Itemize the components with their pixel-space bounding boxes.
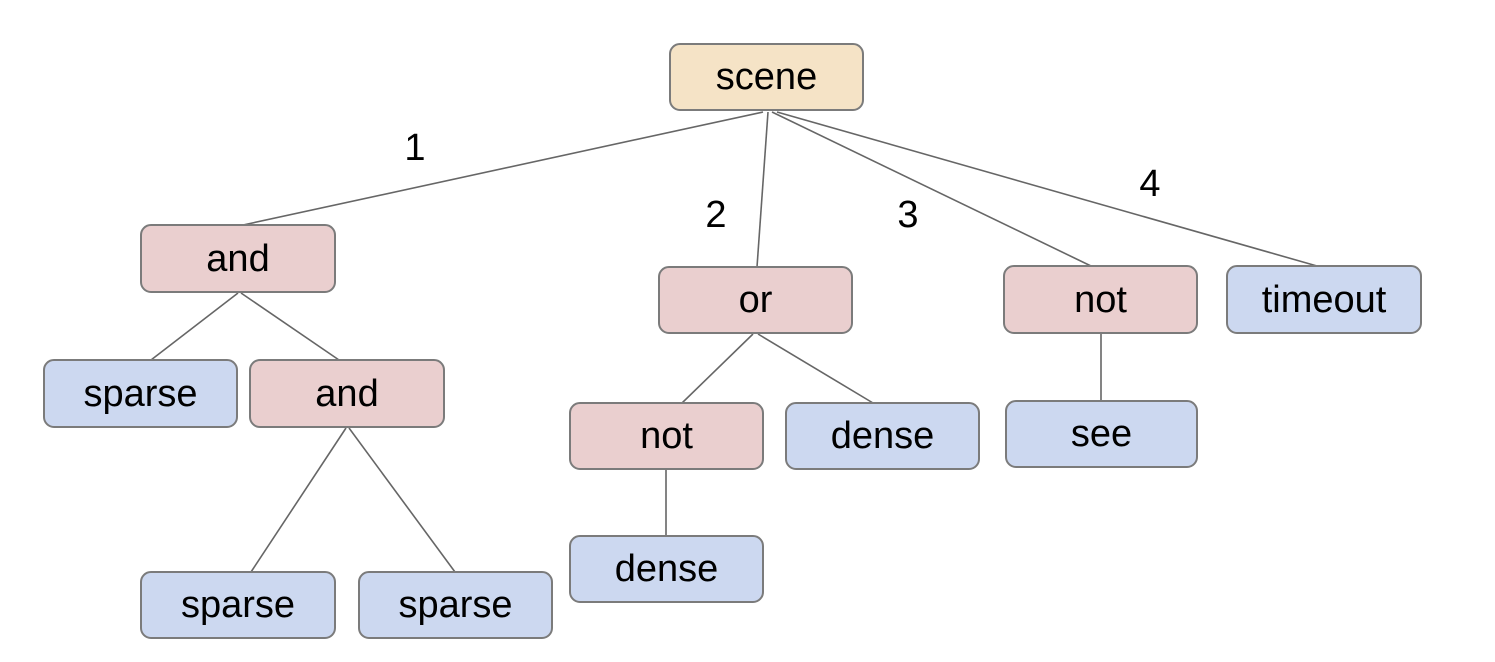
edge-or-dense xyxy=(757,333,874,404)
node-sparse-1: sparse xyxy=(43,359,238,428)
node-scene: scene xyxy=(669,43,864,111)
node-sparse-3: sparse xyxy=(358,571,553,639)
edge-and2-sparse3 xyxy=(348,427,456,573)
node-see-1: see xyxy=(1005,400,1198,468)
edge-and-and xyxy=(240,292,340,361)
edge-or-not2 xyxy=(681,333,754,404)
node-not-2: not xyxy=(569,402,764,470)
node-not-1: not xyxy=(1003,265,1198,334)
node-or-1: or xyxy=(658,266,853,334)
edge-scene-not xyxy=(771,111,1092,267)
edge-scene-and xyxy=(242,111,764,226)
edge-label-1: 1 xyxy=(404,127,425,169)
node-dense-2: dense xyxy=(569,535,764,603)
edge-label-4: 4 xyxy=(1139,163,1160,205)
edge-and-sparse xyxy=(150,292,239,361)
node-dense-1: dense xyxy=(785,402,980,470)
edge-and2-sparse2 xyxy=(250,427,347,573)
node-and-1: and xyxy=(140,224,336,293)
node-and-2: and xyxy=(249,359,445,428)
edge-label-2: 2 xyxy=(705,194,726,236)
edge-scene-timeout xyxy=(776,111,1318,267)
edge-scene-or xyxy=(756,111,769,268)
node-timeout-1: timeout xyxy=(1226,265,1422,334)
node-sparse-2: sparse xyxy=(140,571,336,639)
edge-label-3: 3 xyxy=(897,194,918,236)
